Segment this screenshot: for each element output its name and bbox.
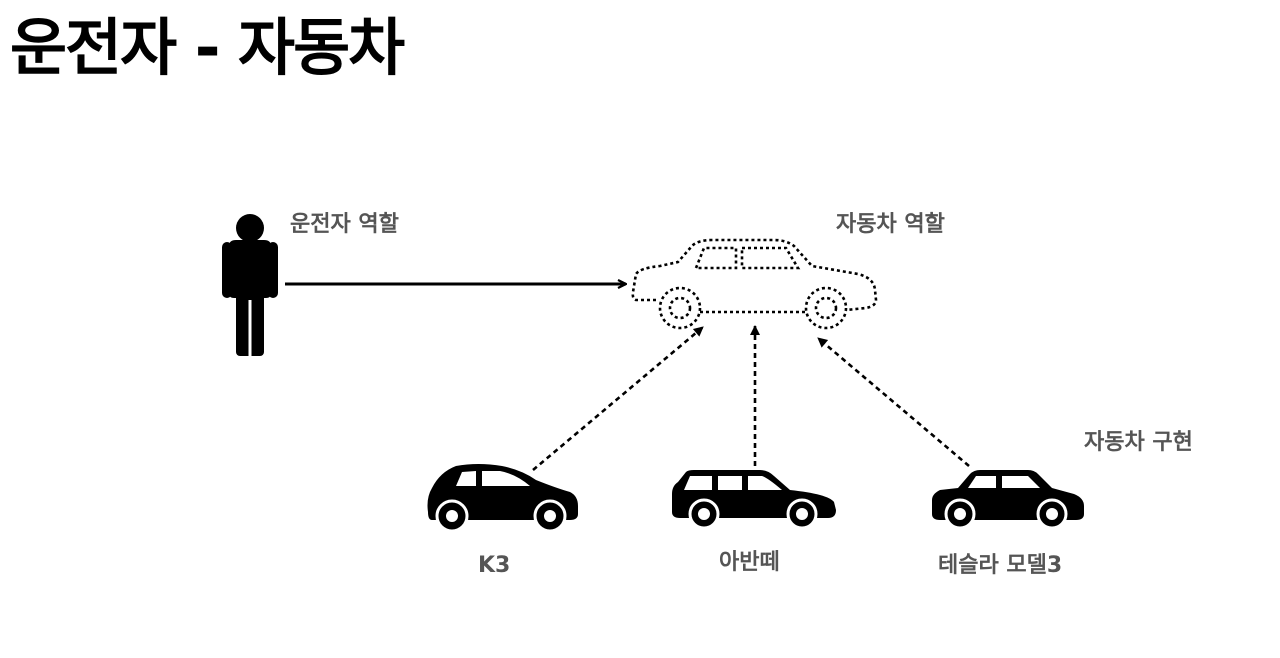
page-title: 운전자 - 자동차 — [10, 11, 405, 84]
driver-role-label: 운전자 역할 — [290, 212, 399, 237]
sedan-car-icon — [932, 470, 1084, 530]
dotted-car-outline-icon — [631, 238, 878, 330]
k3-label: K3 — [478, 553, 511, 578]
tesla-model3-label: 테슬라 모델3 — [938, 553, 1063, 578]
car-role-label: 자동차 역할 — [836, 212, 945, 237]
avante-label: 아반떼 — [719, 550, 780, 575]
k3-to-car-arrow — [532, 326, 704, 471]
car-implementation-label: 자동차 구현 — [1084, 430, 1193, 455]
tesla-to-car-arrow — [817, 337, 970, 467]
wagon-car-icon — [672, 470, 836, 530]
hatchback-car-icon — [427, 464, 578, 533]
person-icon — [222, 214, 278, 356]
